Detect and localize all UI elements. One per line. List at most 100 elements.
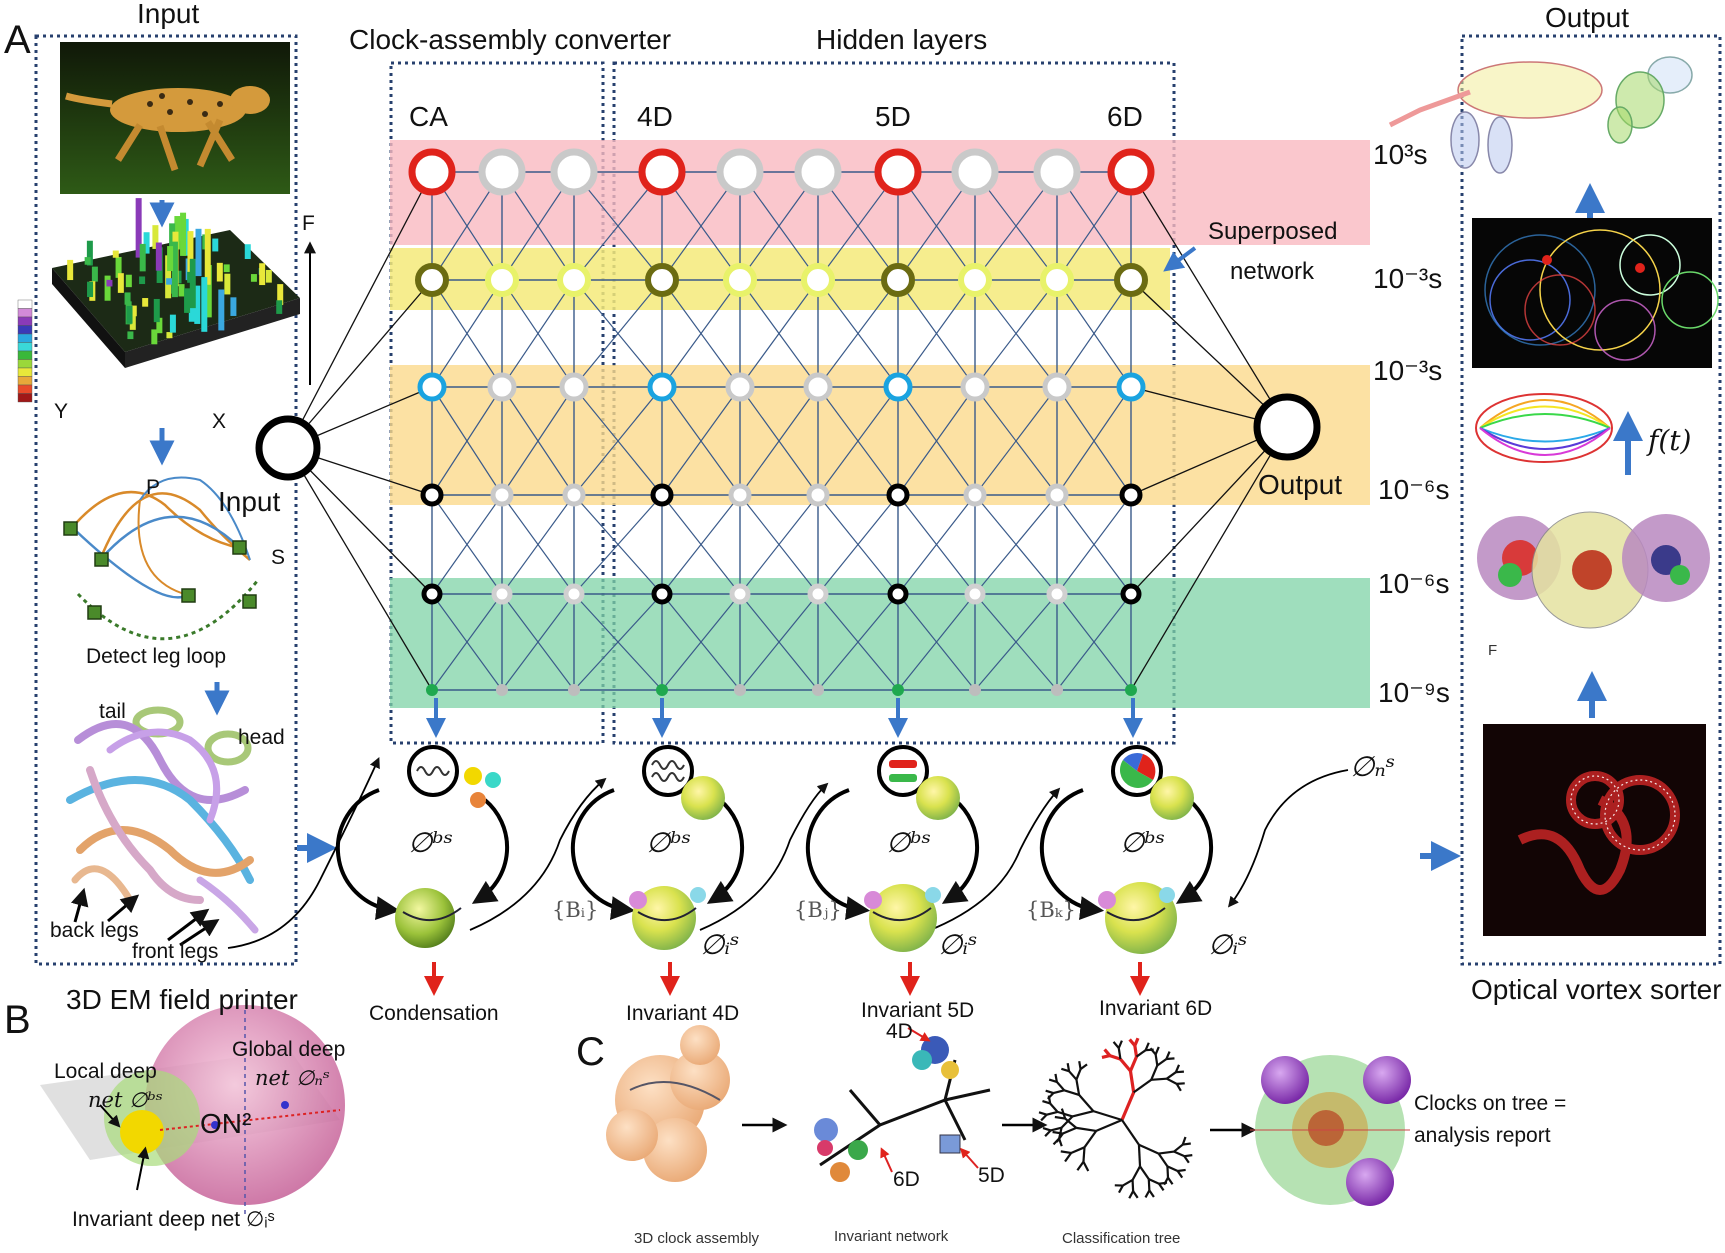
network-node (964, 583, 986, 605)
tree-branch (1132, 1190, 1139, 1199)
tree-branch (1045, 1089, 1054, 1095)
field-bar (216, 262, 223, 282)
output-frame (1460, 34, 1722, 966)
panel-b-label: B (4, 998, 31, 1042)
3d-field-map (52, 198, 300, 368)
output-node (1253, 393, 1321, 461)
network-node (716, 148, 764, 196)
field-bar (165, 255, 172, 299)
field-bar (205, 264, 212, 318)
network-node (1045, 483, 1069, 507)
x-axis-label: X (212, 410, 227, 433)
color-scale (17, 299, 33, 403)
tree-branch (1135, 1049, 1147, 1058)
tree-branch (1150, 1065, 1159, 1081)
network-node (723, 263, 757, 297)
phi-b-label-3: ∅ᵇˢ (886, 826, 932, 859)
column-label-ca: CA (409, 101, 448, 132)
panel-c-label: C (576, 1030, 605, 1074)
tree-branch (1166, 1166, 1170, 1178)
network-node (650, 483, 674, 507)
tree-branch-highlighted (1119, 1058, 1132, 1073)
tree-branch (1154, 1046, 1160, 1055)
tree-branch (1052, 1130, 1064, 1135)
field-bar (117, 273, 124, 293)
tree-branch (1060, 1115, 1074, 1129)
network-node (958, 263, 992, 297)
panel-a-label: A (4, 18, 31, 62)
tree-branch (1183, 1155, 1190, 1164)
tree-branch (1046, 1092, 1055, 1100)
color-scale-step (17, 308, 33, 318)
network-node (1042, 372, 1072, 402)
panel-b-pointer-arrows (99, 1104, 150, 1191)
tree-branch (1158, 1181, 1168, 1185)
tree-branch (1093, 1110, 1123, 1122)
timescale-4: 10⁻⁶s (1378, 474, 1450, 505)
ft-label: f(t) (1648, 424, 1692, 457)
band-orange (390, 365, 1370, 505)
network-node (729, 583, 751, 605)
tree-branch (1128, 1190, 1135, 1199)
f-axis-label: F (302, 212, 315, 235)
field-bar (230, 297, 237, 316)
p-label: P (146, 476, 161, 499)
clocks-on-tree-spheres (1250, 1055, 1411, 1206)
column-label-5d: 5D (875, 101, 911, 132)
field-bar (143, 232, 150, 254)
clock-assembly-blob (606, 1025, 730, 1182)
clock-sphere (1105, 882, 1177, 954)
tree-branch (1060, 1108, 1067, 1119)
tree-branch (1061, 1067, 1070, 1073)
network-node (886, 483, 910, 507)
clocks-on-tree-label-1: Clocks on tree = (1414, 1092, 1567, 1115)
tree-branch (1176, 1170, 1184, 1179)
tree-branch (1082, 1147, 1086, 1162)
global-deep-net-label-2: net ∅ₙˢ (255, 1066, 330, 1090)
field-bar (127, 331, 134, 340)
field-bar (204, 228, 211, 285)
column-down-arrows (426, 698, 1143, 738)
clock-cycles (335, 745, 1214, 954)
tree-branch (1181, 1136, 1187, 1145)
printer-label: 3D EM field printer (66, 984, 298, 1015)
network-node (487, 372, 517, 402)
detect-leg-loop-label: Detect leg loop (86, 645, 227, 668)
network-node (960, 372, 990, 402)
field-bar (224, 273, 231, 295)
network-node (881, 263, 915, 297)
network-node (557, 263, 591, 297)
tree-branch (1158, 1150, 1175, 1155)
input-frame (34, 34, 298, 966)
tree-branch (1046, 1110, 1058, 1116)
field-bar (189, 258, 196, 309)
tree-branch (1176, 1082, 1185, 1085)
phi-b-label-1: ∅ᵇˢ (408, 826, 454, 859)
tree-branch (1064, 1117, 1077, 1129)
network-node (651, 583, 673, 605)
color-scale-step (17, 376, 33, 386)
network-node (1119, 483, 1143, 507)
phi-b-label-4: ∅ᵇˢ (1120, 826, 1166, 859)
field-bar (178, 284, 185, 297)
field-bar (195, 228, 202, 277)
optical-vortex-sorter-label: Optical vortex sorter (1471, 974, 1722, 1005)
panel-c-red-pointers (880, 1027, 979, 1173)
tree-branch (1038, 1111, 1048, 1116)
network-node (1125, 684, 1137, 696)
caption-invariant-network: Invariant network (834, 1228, 949, 1245)
invariant-6d-label: Invariant 6D (1099, 997, 1213, 1020)
tree-branch (1173, 1150, 1185, 1158)
field-bar (175, 270, 182, 284)
color-scale-step (17, 384, 33, 394)
tree-branch (1173, 1143, 1184, 1153)
network-node (963, 483, 987, 507)
tree-branch (1166, 1077, 1178, 1085)
basis-bi-label: {Bᵢ} (552, 898, 599, 922)
tree-branch (1042, 1126, 1052, 1132)
invariant-5d-label: Invariant 5D (861, 999, 975, 1022)
field-bar (187, 231, 194, 279)
field-bar (166, 278, 173, 285)
color-scale-step (17, 325, 33, 335)
